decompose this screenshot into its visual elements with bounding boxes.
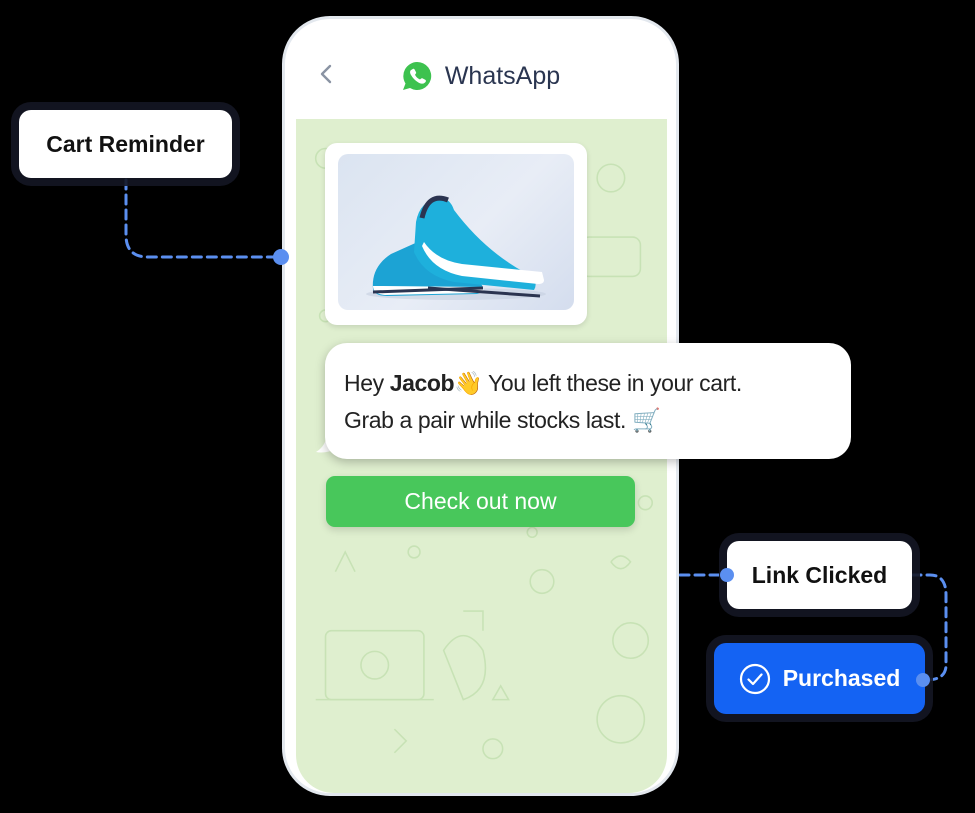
shopping-cart-icon: 🛒 (632, 407, 661, 433)
chat-header: WhatsApp (285, 19, 676, 119)
product-image-card[interactable] (325, 143, 587, 325)
shoe-image (338, 154, 574, 310)
chat-title: WhatsApp (401, 60, 560, 92)
wave-emoji-icon: 👋 (454, 370, 483, 396)
cart-reminder-tag: Cart Reminder (19, 110, 232, 178)
link-clicked-tag: Link Clicked (727, 541, 912, 609)
app-title: WhatsApp (444, 61, 561, 90)
message-text-2: Grab a pair while stocks last. (344, 407, 627, 433)
purchased-tag: Purchased (714, 643, 925, 714)
greeting-text: Hey (344, 370, 390, 396)
message-text-1: You left these in your cart. (482, 370, 742, 396)
checkout-button[interactable]: Check out now (326, 476, 635, 527)
shoe-illustration (366, 195, 546, 300)
message-line-2: Grab a pair while stocks last. 🛒 (344, 402, 833, 439)
purchased-label: Purchased (782, 665, 901, 691)
whatsapp-logo-icon (402, 61, 432, 90)
message-line-1: Hey Jacob👋 You left these in your cart. (344, 365, 833, 402)
chevron-left-icon[interactable] (319, 63, 333, 85)
chat-message: Hey Jacob👋 You left these in your cart. … (325, 343, 851, 459)
check-circle-icon (739, 663, 770, 694)
customer-name: Jacob (389, 370, 455, 396)
